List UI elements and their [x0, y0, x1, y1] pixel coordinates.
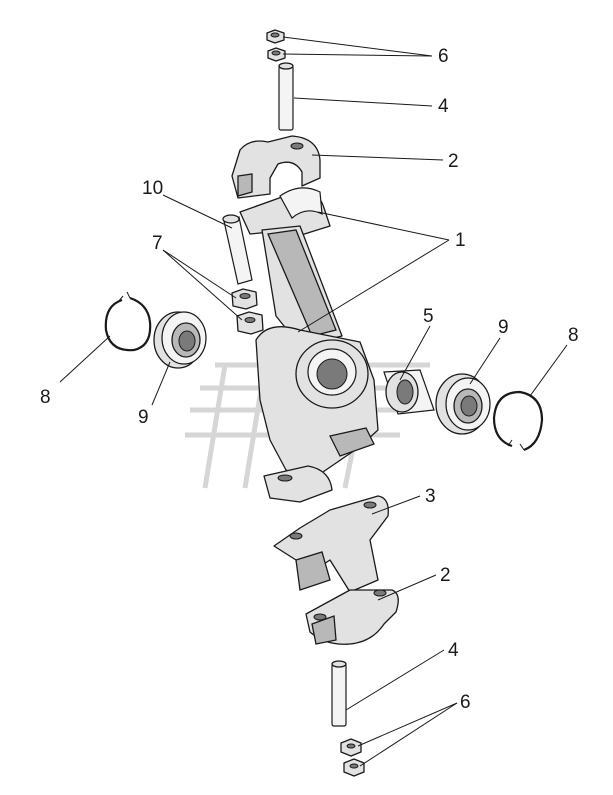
top-clamp [231, 135, 321, 199]
left-bearing [153, 311, 207, 369]
top-nut-lower [267, 47, 286, 62]
left-circlip [104, 291, 152, 352]
bottom-nut-upper [340, 738, 362, 757]
callout-circlip-left: 8 [40, 387, 51, 408]
callout-knuckle: 1 [455, 230, 466, 251]
callout-lower-bracket: 3 [425, 486, 436, 507]
bottom-clamp [305, 589, 399, 645]
left-nut-upper [231, 288, 258, 310]
callout-pin-bottom: 4 [448, 640, 459, 661]
left-pin [222, 214, 253, 285]
bottom-pin [331, 660, 347, 727]
right-bearing [435, 373, 491, 435]
callout-nut-top: 6 [438, 46, 449, 67]
sleeve [383, 369, 435, 415]
left-nut-lower [236, 311, 264, 335]
callout-nuts-left: 7 [152, 233, 163, 254]
top-nut-upper [266, 29, 285, 44]
callout-circlip-right: 8 [568, 325, 579, 346]
callout-bearing-left: 9 [138, 407, 149, 428]
callout-labels: 6 4 2 10 1 7 5 9 8 8 9 3 2 4 6 [40, 46, 579, 713]
lower-bracket [273, 495, 389, 593]
callout-clamp-top: 2 [448, 151, 459, 172]
callout-clamp-bottom: 2 [440, 565, 451, 586]
callout-pin-left: 10 [142, 178, 163, 199]
bottom-nut-lower [343, 758, 365, 777]
callout-nut-bottom: 6 [460, 692, 471, 713]
callout-pin-top: 4 [438, 96, 449, 117]
top-pin [278, 62, 294, 131]
callout-sleeve: 5 [423, 306, 434, 327]
steering-knuckle [239, 187, 379, 503]
callout-bearing-right: 9 [498, 317, 509, 338]
leader-lines [59, 36, 568, 767]
right-circlip [492, 390, 544, 452]
